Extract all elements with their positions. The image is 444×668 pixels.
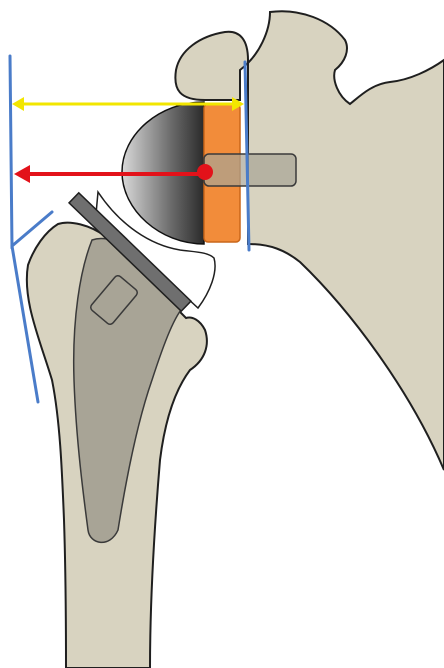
center-of-rotation-dot [197,164,213,180]
red-arrowhead-left [14,165,30,183]
central-peg [204,154,296,186]
yellow-arrowhead-left [12,97,24,111]
lateral-reference-line [10,56,12,248]
